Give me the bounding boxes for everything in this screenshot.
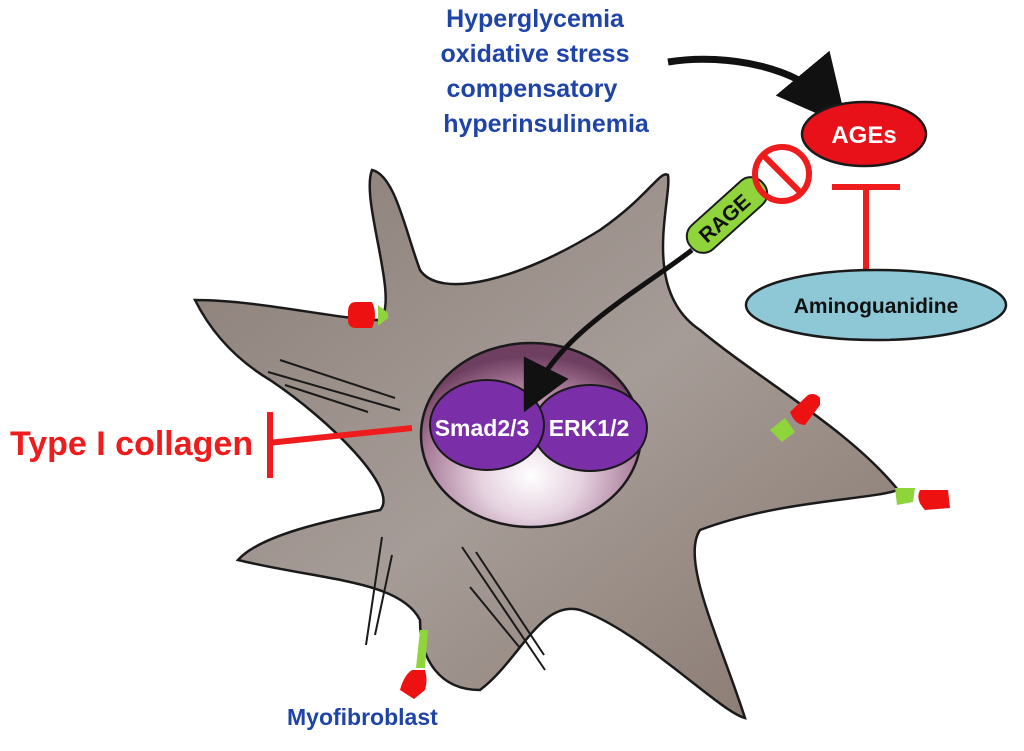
surface-receptor-left [348,302,388,328]
aminoguanidine-inhibit-bar [832,184,900,278]
stimulus-compensatory: compensatory [447,75,618,103]
stimuli-to-ages-arrow [667,50,848,127]
stimulus-hyperinsulinemia: hyperinsulinemia [443,110,650,138]
collagen-inhibit-bar [267,412,413,478]
block-icon [752,144,812,204]
ages-node [800,100,928,168]
myofibroblast-label: Myofibroblast [287,704,438,730]
stimulus-oxidative-stress: oxidative stress [441,40,630,68]
surface-receptor-right-lower [895,488,950,510]
smad-protein [429,379,545,471]
ages-label: AGEs [831,122,896,149]
surface-receptor-bottom [400,630,428,699]
stimuli-text: Hyperglycemia oxidative stress compensat… [441,5,650,138]
surface-receptor-right-upper [770,394,820,442]
erk-label: ERK1/2 [549,415,630,441]
stimulus-hyperglycemia: Hyperglycemia [446,5,625,33]
aminoguanidine-node [744,268,1008,342]
smad-label: Smad2/3 [435,415,530,441]
aminoguanidine-label: Aminoguanidine [794,295,959,318]
stress-fibers [267,359,546,671]
rage-to-nucleus-arrow [523,248,694,413]
type-i-collagen-label: Type I collagen [10,425,253,463]
